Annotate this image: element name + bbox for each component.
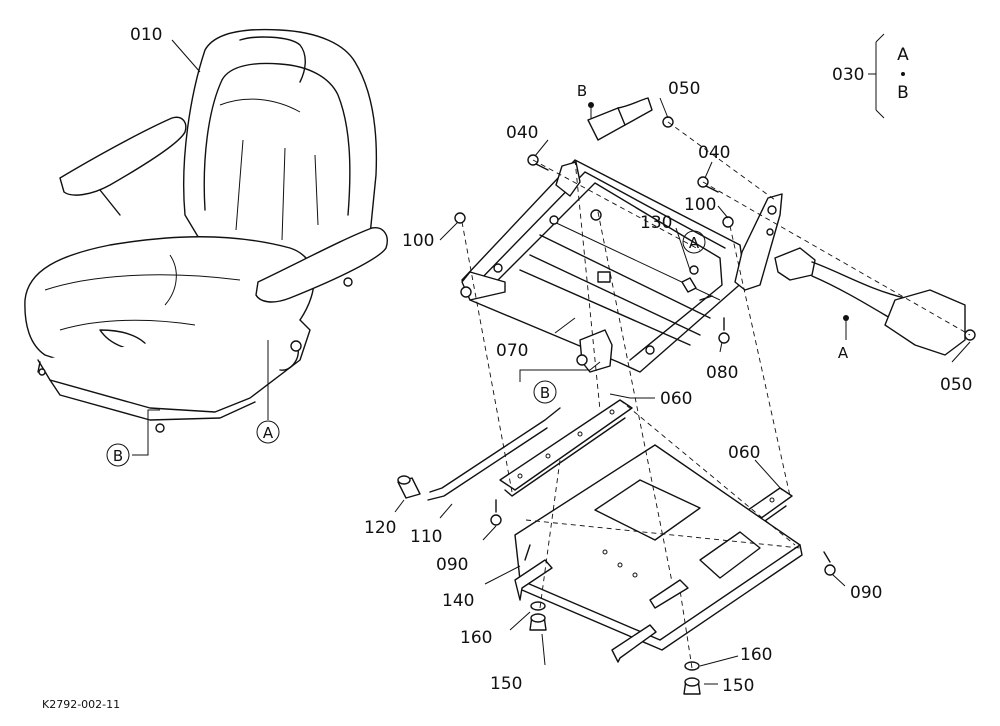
legend-bottom: B <box>897 83 909 103</box>
part-label[interactable]: 120 <box>364 518 396 538</box>
callout-circles: A B A B B A <box>106 82 849 467</box>
part-label[interactable]: 040 <box>506 123 538 143</box>
part-label[interactable]: 160 <box>460 628 492 648</box>
seat-belt-drawing <box>587 97 976 356</box>
leader-lines <box>171 33 971 685</box>
part-labels: 010 030 040 040 050 050 060 060 070 080 … <box>130 25 972 696</box>
base-plate-drawing <box>514 444 803 695</box>
callout-a-seat: A <box>263 424 274 442</box>
legend-030: A B <box>897 45 909 103</box>
part-label[interactable]: 130 <box>640 213 672 233</box>
bolts-drawing <box>454 154 836 576</box>
part-label[interactable]: 140 <box>442 591 474 611</box>
callout-circle-a-seat <box>256 420 280 444</box>
part-label[interactable]: 010 <box>130 25 162 45</box>
part-label[interactable]: 150 <box>490 674 522 694</box>
marker-b-buckle: B <box>577 82 587 100</box>
callout-circle-b-plate <box>533 380 557 404</box>
callout-circle-b-seat <box>106 443 130 467</box>
part-label[interactable]: 060 <box>728 443 760 463</box>
part-label[interactable]: 090 <box>436 555 468 575</box>
assembly-dashed-lines <box>461 121 971 669</box>
part-label[interactable]: 050 <box>668 79 700 99</box>
part-label[interactable]: 060 <box>660 389 692 409</box>
part-label[interactable]: 100 <box>402 231 434 251</box>
part-label[interactable]: 040 <box>698 143 730 163</box>
callout-b-plate: B <box>540 384 550 402</box>
part-label[interactable]: 090 <box>850 583 882 603</box>
part-label[interactable]: 100 <box>684 195 716 215</box>
part-label[interactable]: 110 <box>410 527 442 547</box>
part-label[interactable]: 030 <box>832 65 864 85</box>
part-label[interactable]: 070 <box>496 341 528 361</box>
part-label[interactable]: 080 <box>706 363 738 383</box>
callout-a-plate: A <box>689 234 700 252</box>
part-label[interactable]: 150 <box>722 676 754 696</box>
drawing-code: K2792-002-11 <box>42 698 120 711</box>
marker-a-belt: A <box>838 344 849 362</box>
part-label[interactable]: 050 <box>940 375 972 395</box>
legend-top: A <box>897 45 909 65</box>
seat-assembly-drawing <box>24 28 388 456</box>
callout-circle-a-plate <box>682 230 706 254</box>
callout-b-seat: B <box>113 447 123 465</box>
part-label[interactable]: 160 <box>740 645 772 665</box>
